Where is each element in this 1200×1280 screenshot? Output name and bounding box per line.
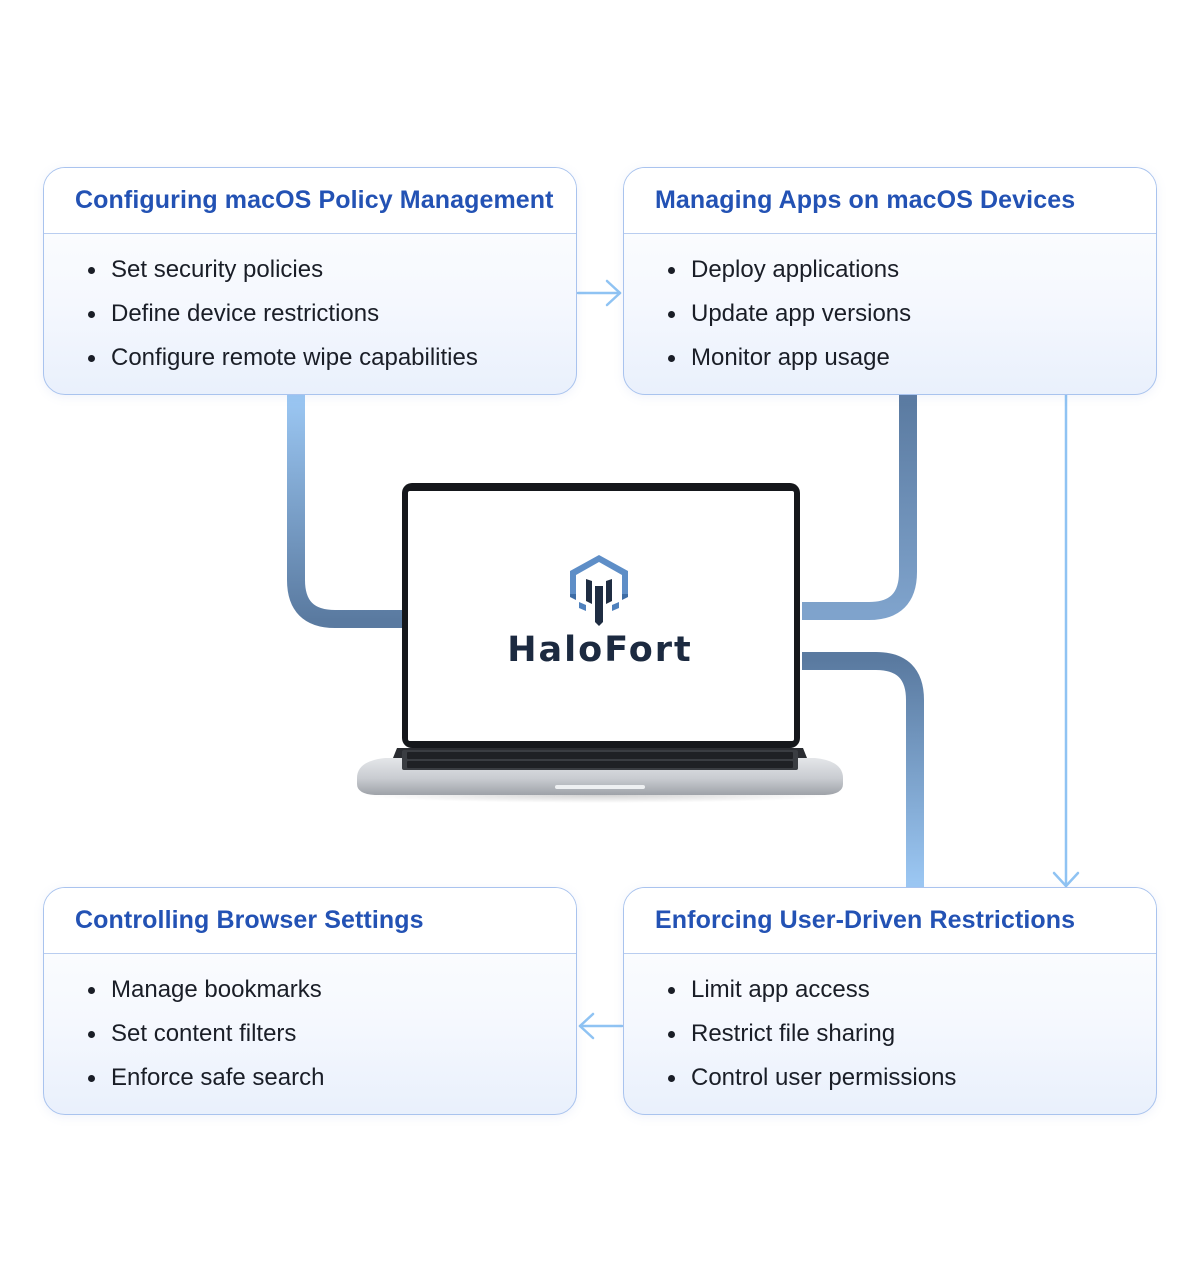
laptop-notch [555,785,645,789]
list-item: Set content filters [88,1012,576,1056]
card-list: Manage bookmarks Set content filters Enf… [44,954,576,1100]
list-item: Limit app access [668,968,1156,1012]
card-list: Limit app access Restrict file sharing C… [624,954,1156,1100]
list-item: Control user permissions [668,1056,1156,1100]
list-item: Monitor app usage [668,336,1156,380]
card-title: Controlling Browser Settings [75,906,424,934]
laptop-illustration [357,483,843,803]
card-header: Configuring macOS Policy Management [44,168,576,234]
connector-policy-to-laptop [287,395,404,628]
list-item: Update app versions [668,292,1156,336]
arrow-policy-to-apps [576,279,622,307]
list-item: Enforce safe search [88,1056,576,1100]
card-header: Managing Apps on macOS Devices [624,168,1156,234]
laptop-keys [407,752,793,768]
card-browser-settings: Controlling Browser Settings Manage book… [43,887,577,1115]
list-item: Define device restrictions [88,292,576,336]
arrow-restrictions-to-browser [578,1012,624,1040]
card-list: Set security policies Define device rest… [44,234,576,380]
connector-apps-to-laptop [802,395,917,620]
card-managing-apps: Managing Apps on macOS Devices Deploy ap… [623,167,1157,395]
card-user-restrictions: Enforcing User-Driven Restrictions Limit… [623,887,1157,1115]
card-title: Managing Apps on macOS Devices [655,186,1076,214]
card-list: Deploy applications Update app versions … [624,234,1156,380]
brand-name: HaloFort [507,630,693,670]
card-title: Configuring macOS Policy Management [75,186,554,214]
arrow-apps-to-restrictions [1052,393,1080,888]
list-item: Restrict file sharing [668,1012,1156,1056]
list-item: Set security policies [88,248,576,292]
list-item: Configure remote wipe capabilities [88,336,576,380]
card-title: Enforcing User-Driven Restrictions [655,906,1076,934]
list-item: Deploy applications [668,248,1156,292]
card-header: Controlling Browser Settings [44,888,576,954]
halofort-shield-logo [570,555,628,626]
card-policy-management: Configuring macOS Policy Management Set … [43,167,577,395]
card-header: Enforcing User-Driven Restrictions [624,888,1156,954]
connector-laptop-to-restrictions [802,652,924,887]
list-item: Manage bookmarks [88,968,576,1012]
